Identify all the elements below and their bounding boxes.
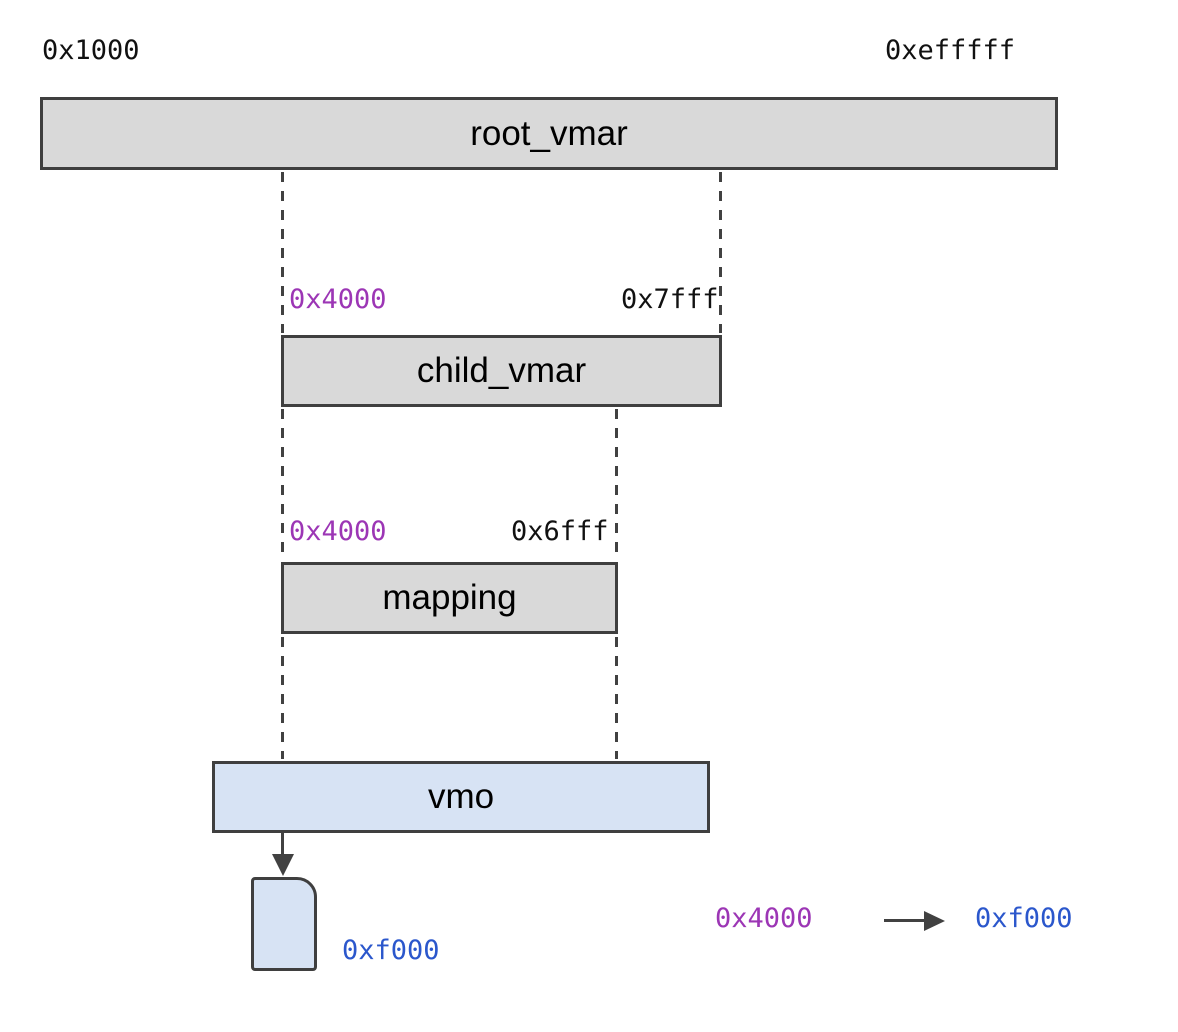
dashed-line-child-to-mapping-right <box>615 409 618 559</box>
root-vmar-label: root_vmar <box>470 113 628 153</box>
mapping-start-label: 0x4000 <box>289 516 387 547</box>
dashed-line-mapping-to-vmo-left <box>281 637 284 759</box>
child-vmar-box: child_vmar <box>281 335 722 407</box>
mapping-label: mapping <box>382 578 517 617</box>
legend-arrow-stem <box>884 919 926 922</box>
legend-arrow-head <box>924 911 945 931</box>
dashed-line-root-to-child-left <box>281 172 284 333</box>
child-vmar-start-label: 0x4000 <box>289 284 387 315</box>
address-space-end-label: 0xefffff <box>885 35 1016 66</box>
legend-physical-address-label: 0xf000 <box>975 903 1073 934</box>
vmo-to-page-arrow-head <box>272 854 294 876</box>
vmo-box: vmo <box>212 761 710 833</box>
legend-virtual-address-label: 0x4000 <box>715 903 813 934</box>
child-vmar-label: child_vmar <box>416 351 587 390</box>
dashed-line-root-to-child-right <box>719 172 722 333</box>
child-vmar-end-label: 0x7fff <box>621 284 719 315</box>
root-vmar-box: root_vmar <box>40 97 1058 170</box>
page-address-label: 0xf000 <box>342 935 440 966</box>
dashed-line-mapping-to-vmo-right <box>615 637 618 759</box>
address-space-start-label: 0x1000 <box>42 35 140 66</box>
mapping-end-label: 0x6fff <box>511 516 609 547</box>
dashed-line-child-to-mapping-left <box>281 409 284 559</box>
vmo-to-page-arrow-stem <box>281 833 284 856</box>
physical-page-shape <box>251 877 317 971</box>
vmo-label: vmo <box>427 777 495 816</box>
mapping-box: mapping <box>281 562 618 634</box>
